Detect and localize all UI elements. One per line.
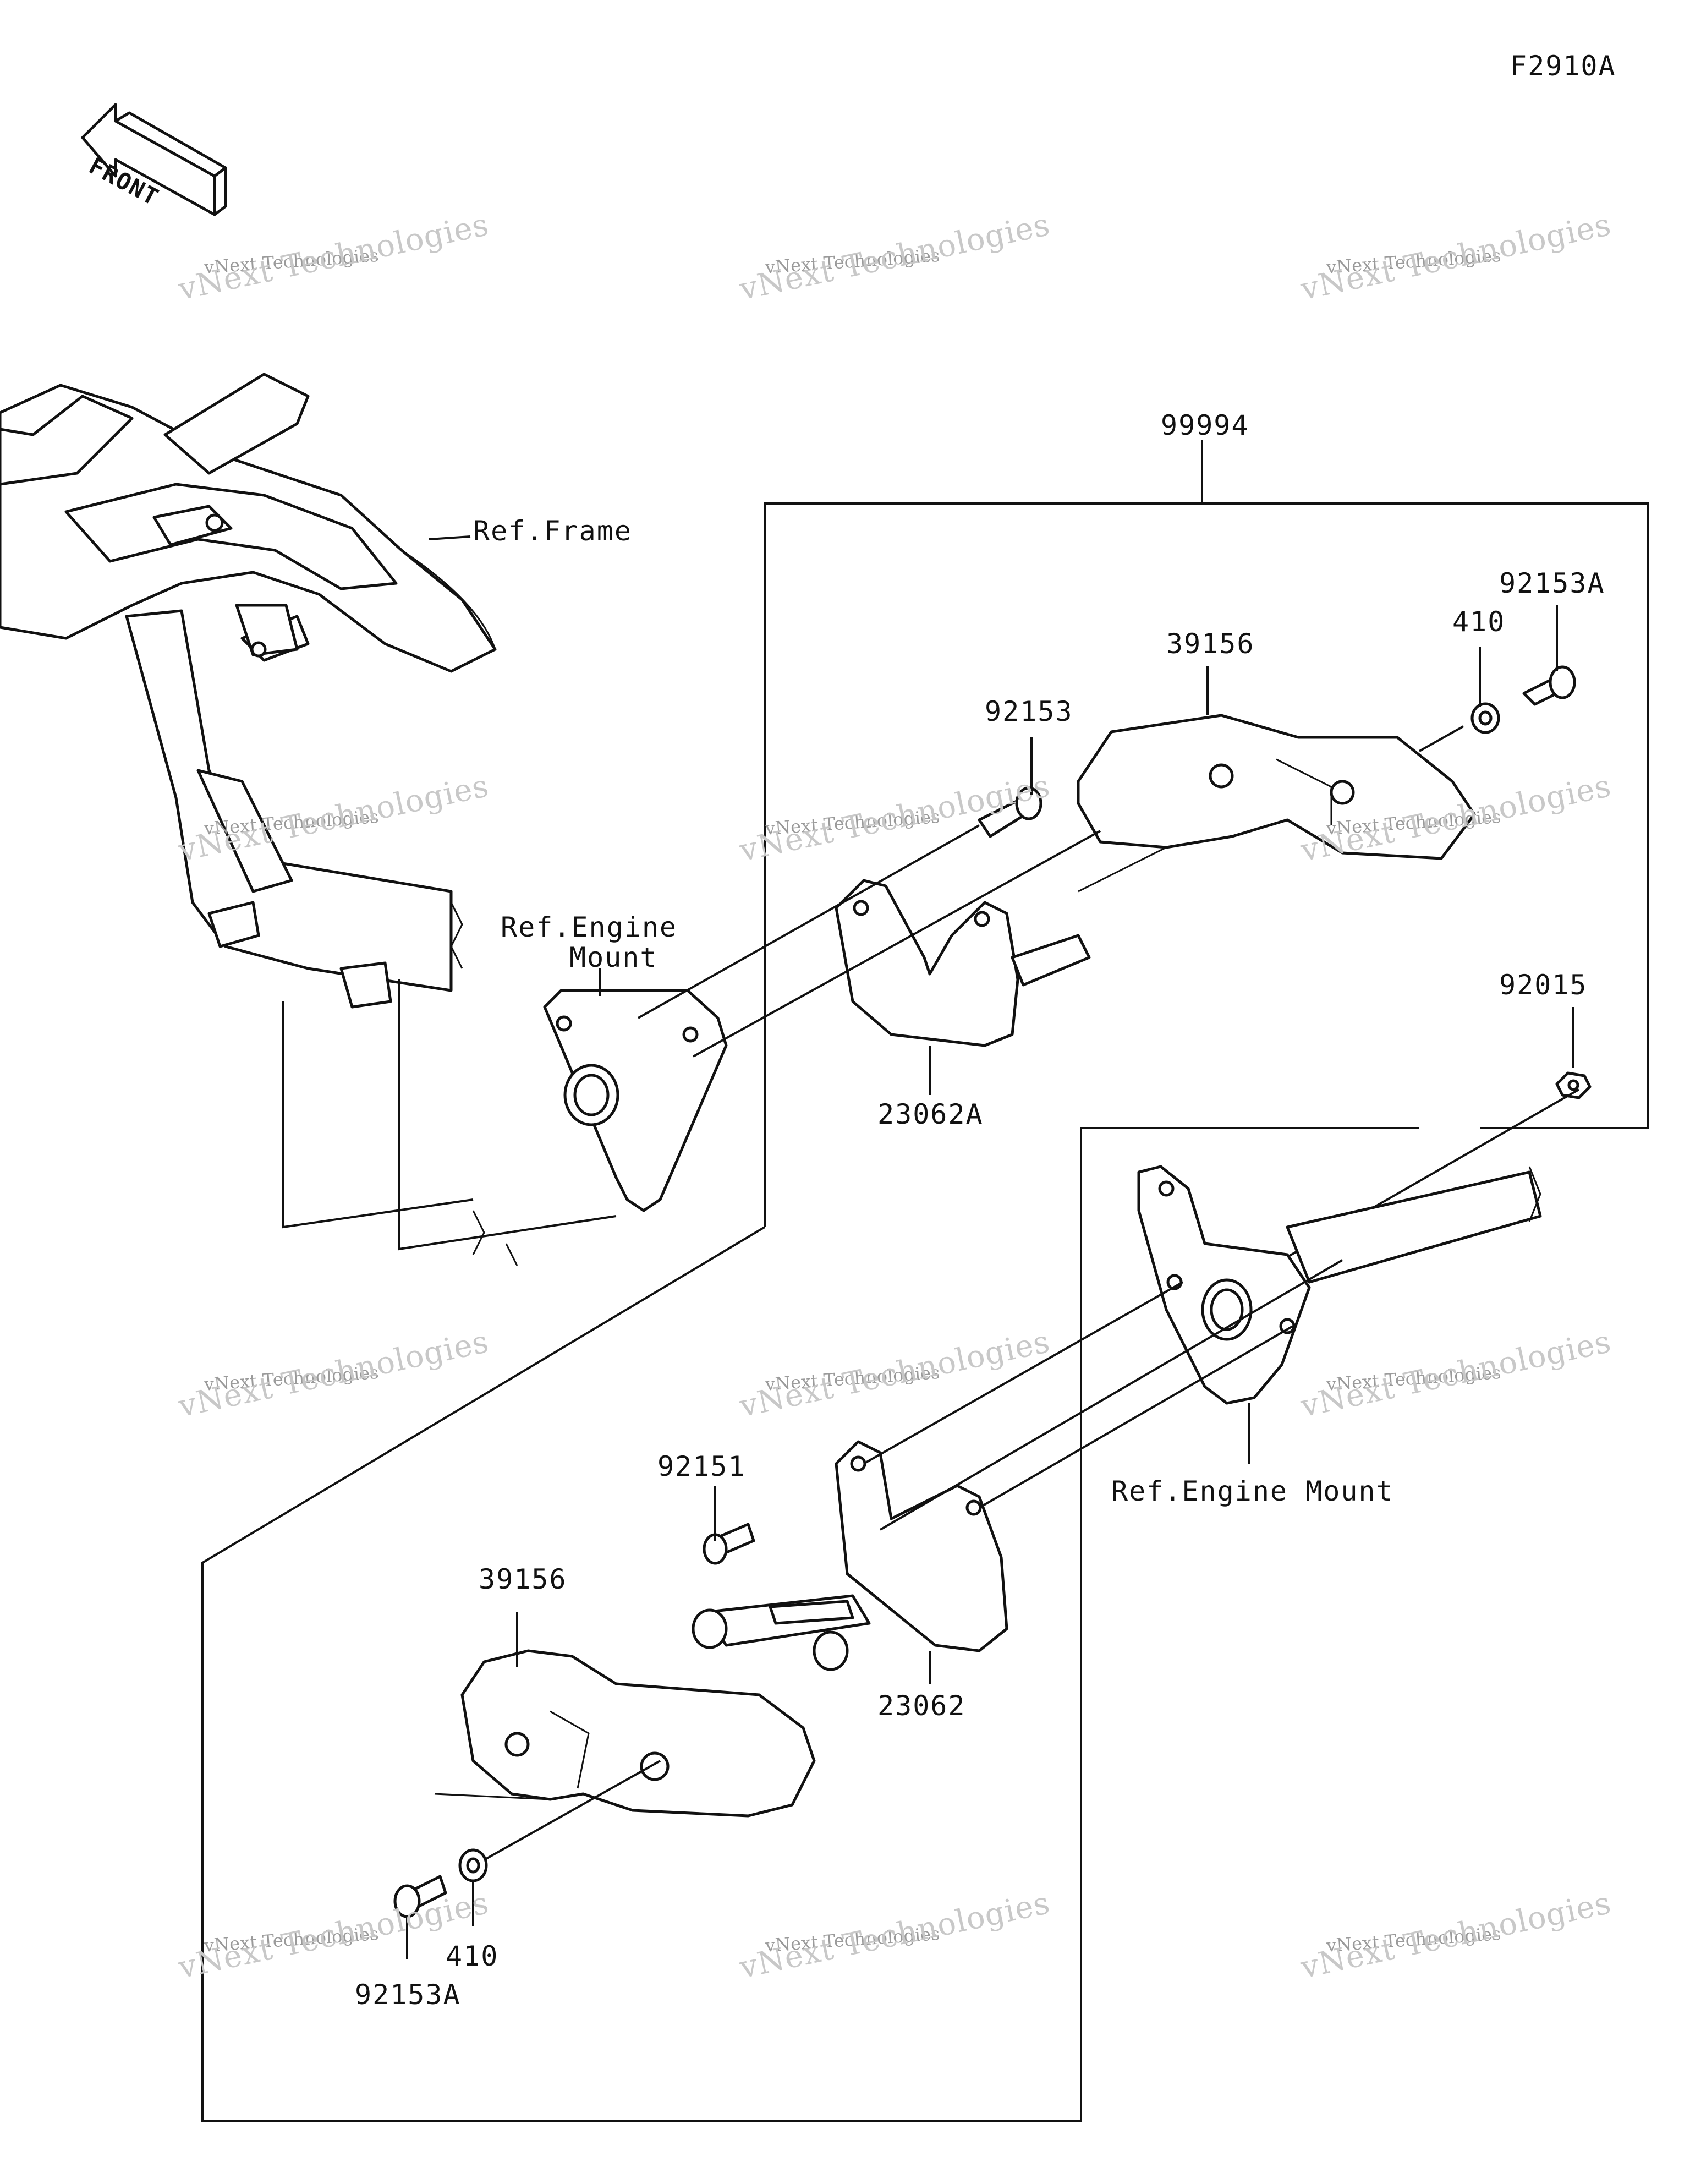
upper-leader-lines — [599, 605, 1579, 1261]
part-number-410-upper[interactable]: 410 — [1452, 606, 1506, 638]
part-number-92153a-lower[interactable]: 92153A — [355, 1979, 461, 2011]
part-number-92153[interactable]: 92153 — [985, 696, 1073, 727]
part-number-23062[interactable]: 23062 — [877, 1690, 966, 1722]
upper-fasteners — [978, 665, 1592, 1099]
lower-bracket-drawing — [692, 1440, 1008, 1671]
lower-fasteners — [393, 1523, 755, 1918]
frame-drawing — [0, 373, 497, 1009]
part-number-92153a-upper[interactable]: 92153A — [1499, 567, 1605, 599]
part-number-410-lower[interactable]: 410 — [446, 1940, 499, 1972]
lower-slider-drawing — [434, 1649, 816, 1818]
upper-kit-frame — [201, 440, 1649, 2122]
lower-engine-mount-drawing — [1137, 1165, 1542, 1464]
part-number-39156-upper[interactable]: 39156 — [1166, 628, 1255, 660]
part-number-92015[interactable]: 92015 — [1499, 969, 1588, 1001]
part-number-39156-lower[interactable]: 39156 — [479, 1563, 567, 1595]
ref-engine-mount-lower-label: Ref.Engine Mount — [1111, 1475, 1394, 1507]
ref-engine-mount-upper-line1: Ref.Engine — [501, 911, 678, 943]
part-number-92151[interactable]: 92151 — [657, 1450, 746, 1482]
front-arrow-icon — [81, 103, 227, 216]
figure-id: F2910A — [1510, 50, 1616, 82]
upper-slider-drawing — [1077, 714, 1476, 893]
upper-engine-mount-drawing — [282, 979, 728, 1266]
upper-bracket-drawing — [835, 879, 1091, 1047]
part-number-23062a[interactable]: 23062A — [877, 1098, 984, 1130]
lower-leader-lines — [406, 1259, 1343, 1959]
ref-engine-mount-upper-line2: Mount — [569, 942, 658, 973]
part-number-99994[interactable]: 99994 — [1161, 409, 1249, 441]
ref-frame-label: Ref.Frame — [473, 515, 632, 547]
